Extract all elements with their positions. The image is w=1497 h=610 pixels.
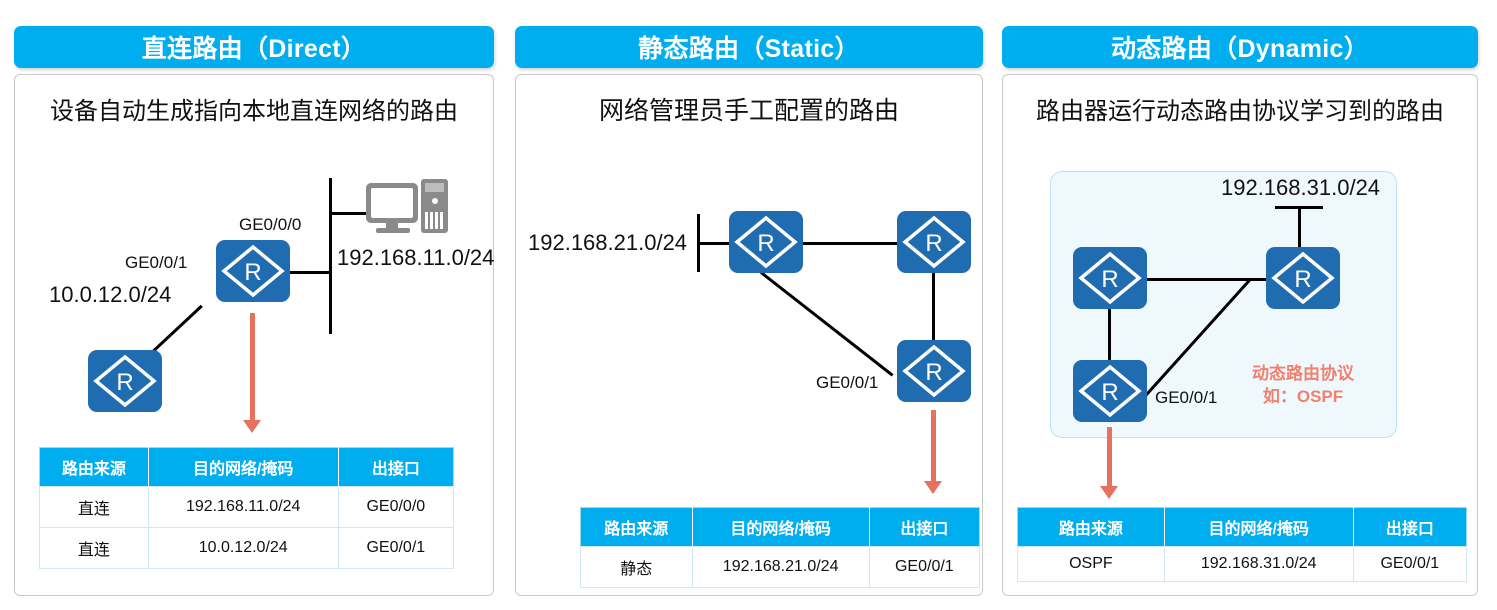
column-header-destination: 目的网络/掩码 (1164, 507, 1354, 547)
panel-direct-subtitle: 设备自动生成指向本地直连网络的路由 (50, 98, 458, 125)
cell-interface: GE0/0/1 (337, 527, 455, 569)
svg-text:R: R (1294, 266, 1311, 293)
cell-destination: 192.168.11.0/24 (147, 486, 339, 528)
panel-static-subtitle: 网络管理员手工配置的路由 (598, 97, 899, 125)
table-header-row: 路由来源 目的网络/掩码 出接口 (580, 507, 980, 547)
router-to-router-link-diagonal (760, 271, 894, 377)
svg-text:R: R (1101, 266, 1118, 293)
cell-destination: 192.168.21.0/24 (691, 546, 870, 588)
panel-direct-route: 直连路由（Direct） 设备自动生成指向本地直连网络的路由 (8, 0, 500, 610)
svg-text:R: R (116, 369, 133, 396)
column-header-destination: 目的网络/掩码 (148, 447, 339, 487)
network-label-192-168-11: 192.168.11.0/24 (337, 245, 495, 270)
column-header-source: 路由来源 (39, 447, 149, 487)
panel-dynamic-subtitle: 路由器运行动态路由协议学习到的路由 (1036, 98, 1444, 125)
protocol-note-line-1: 动态路由协议 (1252, 364, 1354, 383)
table-header-row: 路由来源 目的网络/掩码 出接口 (1017, 507, 1467, 547)
panel-static-title: 静态路由（Static） (638, 35, 860, 63)
panel-direct-header: 直连路由（Direct） (14, 26, 494, 68)
interface-label-ge0-0-1: GE0/0/1 (125, 253, 188, 272)
router-icon: R (88, 350, 162, 412)
panel-dynamic-route: 动态路由（Dynamic） 路由器运行动态路由协议学习到的路由 R (996, 0, 1484, 610)
bus-to-router-link (697, 242, 731, 245)
table-header-row: 路由来源 目的网络/掩码 出接口 (39, 447, 454, 487)
protocol-note-line-2: 如：OSPF (1262, 386, 1344, 406)
bus-to-router-link (1298, 206, 1301, 249)
router-to-router-link-right (932, 273, 935, 373)
router-icon: R (897, 211, 971, 273)
table-row: 直连 192.168.11.0/24 GE0/0/0 (39, 486, 455, 528)
table-row: OSPF 192.168.31.0/24 GE0/0/1 (1017, 546, 1468, 582)
interface-label-ge0-0-1: GE0/0/1 (1155, 388, 1218, 407)
router-to-router-link-left (1108, 309, 1111, 390)
svg-text:R: R (244, 259, 261, 286)
down-arrow-icon (931, 410, 936, 484)
cell-interface: GE0/0/0 (337, 486, 455, 528)
network-label-10-0-12: 10.0.12.0/24 (49, 282, 172, 307)
svg-text:R: R (925, 359, 942, 386)
network-label-192-168-31: 192.168.31.0/24 (1221, 175, 1381, 200)
down-arrow-icon (1107, 427, 1112, 489)
cell-source: 直连 (39, 486, 149, 528)
table-row: 直连 10.0.12.0/24 GE0/0/1 (39, 527, 455, 569)
panel-dynamic-title: 动态路由（Dynamic） (1110, 35, 1370, 63)
panel-static-card: 网络管理员手工配置的路由 R R (515, 74, 983, 596)
routing-table-dynamic: 路由来源 目的网络/掩码 出接口 OSPF 192.168.31.0/24 GE… (1017, 507, 1468, 582)
cell-destination: 192.168.31.0/24 (1163, 546, 1354, 582)
interface-label-ge0-0-1: GE0/0/1 (816, 373, 879, 392)
down-arrow-head-icon (243, 420, 261, 433)
interface-label-ge0-0-0: GE0/0/0 (239, 215, 302, 234)
column-header-source: 路由来源 (580, 507, 693, 547)
network-label-192-168-21: 192.168.21.0/24 (528, 230, 688, 255)
column-header-destination: 目的网络/掩码 (692, 507, 870, 547)
cell-source: 直连 (39, 527, 149, 569)
panel-direct-title: 直连路由（Direct） (141, 35, 367, 63)
svg-text:R: R (925, 230, 942, 257)
column-header-interface: 出接口 (338, 447, 454, 487)
svg-text:R: R (1101, 379, 1118, 406)
cell-destination: 10.0.12.0/24 (147, 527, 339, 569)
panel-dynamic-card: 路由器运行动态路由协议学习到的路由 R R (1002, 74, 1478, 596)
bus-to-pc-link (329, 212, 367, 215)
svg-text:R: R (757, 230, 774, 257)
routing-table-direct: 路由来源 目的网络/掩码 出接口 直连 192.168.11.0/24 GE0/… (39, 447, 455, 569)
router-icon: R (1073, 360, 1147, 422)
down-arrow-head-icon (1100, 486, 1118, 499)
cell-source: OSPF (1017, 546, 1165, 582)
computer-icon (364, 179, 450, 241)
router-icon: R (729, 211, 803, 273)
router-icon: R (216, 240, 290, 302)
panel-dynamic-header: 动态路由（Dynamic） (1002, 26, 1478, 68)
cell-source: 静态 (580, 546, 693, 588)
router-icon: R (897, 340, 971, 402)
ethernet-bus-bar (329, 178, 332, 334)
down-arrow-icon (250, 313, 255, 423)
column-header-source: 路由来源 (1017, 507, 1165, 547)
down-arrow-head-icon (924, 481, 942, 494)
cell-interface: GE0/0/1 (868, 546, 981, 588)
panel-static-header: 静态路由（Static） (515, 26, 983, 68)
column-header-interface: 出接口 (869, 507, 980, 547)
router-to-router-link-top (1145, 278, 1267, 281)
router-icon: R (1073, 247, 1147, 309)
table-row: 静态 192.168.21.0/24 GE0/0/1 (580, 546, 981, 588)
router-to-router-link-top (803, 242, 905, 245)
panel-static-route: 静态路由（Static） 网络管理员手工配置的路由 R (509, 0, 989, 610)
column-header-interface: 出接口 (1353, 507, 1467, 547)
routing-table-static: 路由来源 目的网络/掩码 出接口 静态 192.168.21.0/24 GE0/… (580, 507, 981, 588)
router-icon: R (1266, 247, 1340, 309)
cell-interface: GE0/0/1 (1352, 546, 1468, 582)
panel-direct-card: 设备自动生成指向本地直连网络的路由 (14, 74, 494, 596)
router-to-bus-link (270, 271, 330, 274)
protocol-note: 动态路由协议 如：OSPF (1233, 363, 1373, 409)
